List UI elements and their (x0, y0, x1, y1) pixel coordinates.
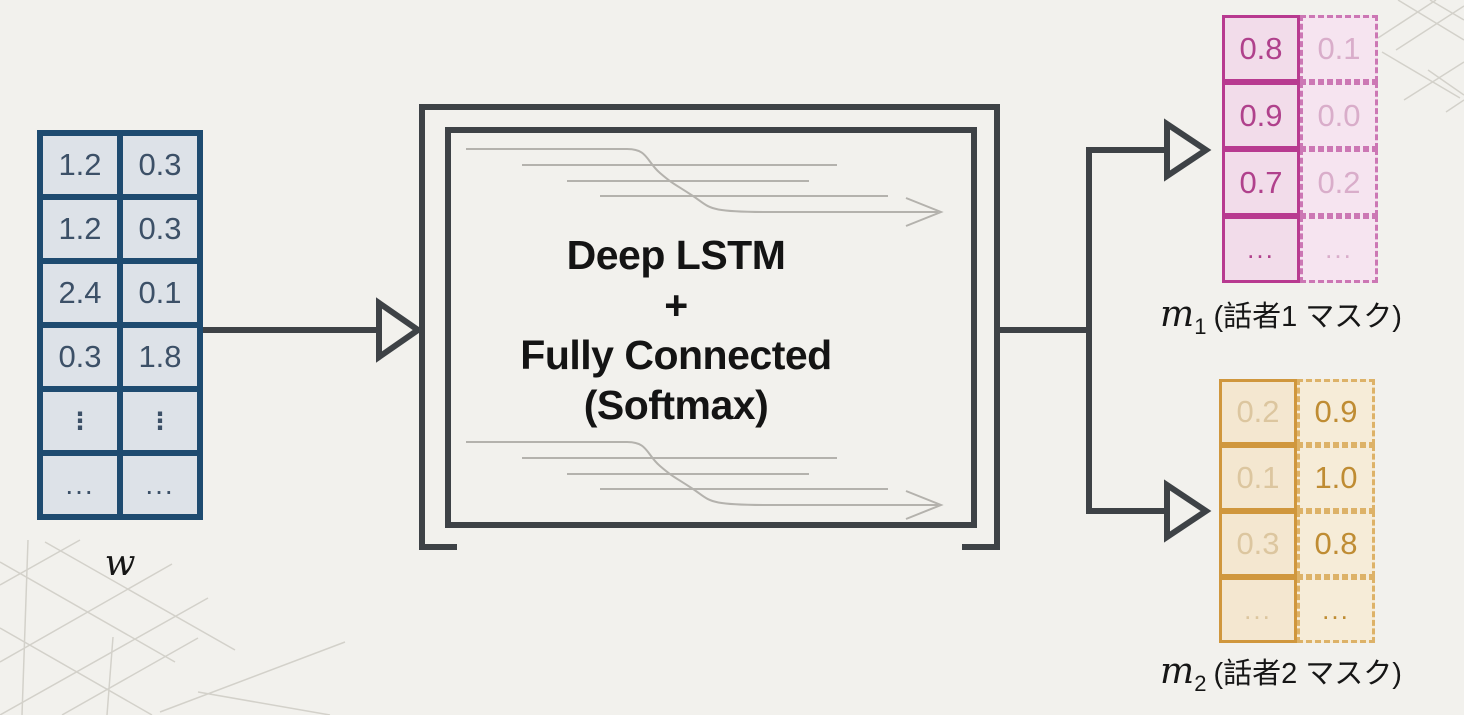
matrix-cell: 1.2 (40, 133, 120, 197)
mask2-matrix: 0.2 0.9 0.1 1.0 0.3 0.8 ... ... (1219, 379, 1375, 643)
matrix-cell: 0.3 (120, 133, 200, 197)
matrix-cell: 0.8 (1297, 511, 1375, 577)
mask1-note: (話者1 マスク) (1213, 301, 1402, 333)
input-matrix-w: 1.2 0.3 1.2 0.3 2.4 0.1 0.3 1.8 ⋮ ⋮ ... … (37, 130, 203, 520)
matrix-cell-ellipsis: ... (1297, 577, 1375, 643)
processor-inner-box (445, 127, 977, 528)
input-matrix-label: w (37, 536, 203, 586)
mask1-symbol: m1 (1160, 294, 1207, 340)
mask2-label: m2(話者2 マスク) (1100, 650, 1462, 697)
matrix-cell-ellipsis: ... (1219, 577, 1297, 643)
processor-label-line2: + (664, 282, 688, 328)
matrix-cell: 0.9 (1297, 379, 1375, 445)
matrix-cell: 1.0 (1297, 445, 1375, 511)
matrix-cell-ellipsis: ... (120, 453, 200, 517)
processor-label: Deep LSTM + Fully Connected (Softmax) (446, 230, 906, 430)
matrix-cell: 0.1 (120, 261, 200, 325)
matrix-cell-ellipsis: ... (1300, 216, 1378, 283)
matrix-cell: 0.9 (1222, 82, 1300, 149)
matrix-cell-ellipsis: ... (1222, 216, 1300, 283)
matrix-cell-ellipsis: ⋮ (40, 389, 120, 453)
mask2-symbol: m2 (1160, 651, 1207, 697)
mask2-note: (話者2 マスク) (1213, 658, 1402, 690)
processor-label-line4: (Softmax) (583, 382, 769, 428)
matrix-cell: 0.3 (1219, 511, 1297, 577)
processor-outer-box-bottom-right-bracket (962, 544, 1000, 550)
matrix-cell: 2.4 (40, 261, 120, 325)
mask2-arrowhead-icon (1164, 479, 1212, 543)
processor-label-line1: Deep LSTM (566, 232, 786, 278)
matrix-cell: 0.8 (1222, 15, 1300, 82)
matrix-cell: 1.2 (40, 197, 120, 261)
matrix-cell: 0.1 (1219, 445, 1297, 511)
matrix-cell: 0.2 (1300, 149, 1378, 216)
input-arrowhead-icon (376, 297, 424, 363)
matrix-cell: 1.8 (120, 325, 200, 389)
matrix-cell-ellipsis: ... (40, 453, 120, 517)
matrix-cell: 0.3 (40, 325, 120, 389)
matrix-cell: 0.7 (1222, 149, 1300, 216)
matrix-cell: 0.1 (1300, 15, 1378, 82)
processor-outer-box-bottom-left-bracket (419, 544, 457, 550)
matrix-cell: 0.2 (1219, 379, 1297, 445)
mask1-label: m1(話者1 マスク) (1100, 293, 1462, 340)
input-matrix-symbol: w (104, 543, 136, 584)
matrix-cell-ellipsis: ⋮ (120, 389, 200, 453)
mask1-arrowhead-icon (1164, 118, 1212, 182)
mask1-matrix: 0.8 0.1 0.9 0.0 0.7 0.2 ... ... (1222, 15, 1378, 283)
matrix-cell: 0.0 (1300, 82, 1378, 149)
processor-label-line3: Fully Connected (520, 332, 832, 378)
matrix-cell: 0.3 (120, 197, 200, 261)
